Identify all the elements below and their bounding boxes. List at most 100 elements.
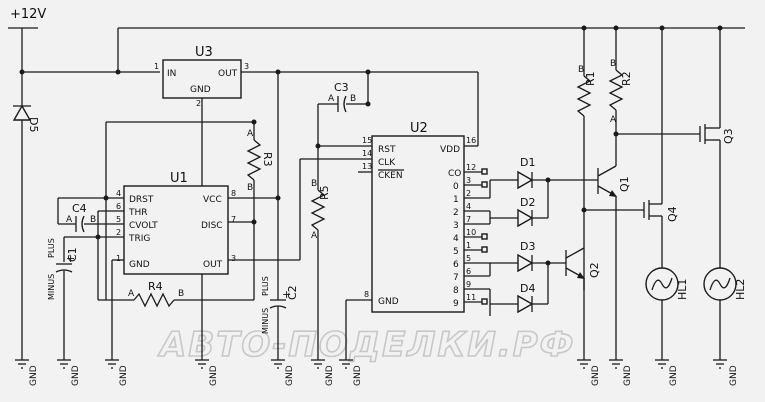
transistor-q1: Q1 bbox=[597, 165, 631, 360]
svg-text:1: 1 bbox=[116, 254, 121, 263]
svg-text:8: 8 bbox=[364, 290, 369, 299]
svg-text:MINUS: MINUS bbox=[261, 308, 270, 334]
gnd-10: GND bbox=[655, 359, 679, 386]
gnd-11: GND bbox=[713, 359, 739, 386]
svg-text:B: B bbox=[350, 94, 356, 104]
svg-text:5: 5 bbox=[466, 254, 471, 263]
svg-text:3: 3 bbox=[453, 221, 459, 231]
r1-label: R1 bbox=[584, 71, 597, 86]
r3-label: R3 bbox=[261, 152, 274, 167]
svg-text:GND: GND bbox=[378, 297, 399, 307]
svg-text:7: 7 bbox=[466, 215, 471, 224]
svg-text:TRIG: TRIG bbox=[128, 234, 150, 244]
resistor-r2: R2 B A bbox=[608, 25, 633, 166]
u3-body bbox=[162, 59, 242, 99]
svg-text:7: 7 bbox=[231, 215, 236, 224]
u2-ref: U2 bbox=[410, 121, 428, 136]
svg-text:11: 11 bbox=[466, 293, 476, 302]
gnd-1: GND bbox=[15, 359, 39, 386]
diode-d5: D5 bbox=[12, 88, 40, 360]
svg-text:CKEN: CKEN bbox=[378, 171, 403, 181]
power-rail: +12V bbox=[8, 7, 745, 88]
svg-text:B: B bbox=[610, 59, 616, 69]
svg-text:RST: RST bbox=[378, 145, 396, 155]
svg-text:GND: GND bbox=[591, 365, 601, 386]
svg-text:3: 3 bbox=[231, 254, 236, 263]
u2-outputs: CO 0 1 2 3 4 5 6 7 8 9 12 3 2 4 7 10 1 5… bbox=[448, 163, 491, 316]
svg-text:OUT: OUT bbox=[203, 260, 223, 270]
q2-label: Q2 bbox=[588, 262, 601, 278]
svg-text:13: 13 bbox=[362, 162, 372, 171]
svg-text:+: + bbox=[66, 252, 75, 265]
svg-text:MINUS: MINUS bbox=[47, 274, 56, 300]
svg-text:GND: GND bbox=[209, 365, 219, 386]
c1-label: C1 bbox=[66, 247, 79, 262]
d1-label: D1 bbox=[520, 156, 535, 169]
capacitor-c1: C1 PLUS MINUS + bbox=[47, 236, 98, 360]
lamp-hl2: HL2 bbox=[703, 250, 747, 360]
mosfet-q4: Q4 bbox=[584, 25, 679, 250]
svg-text:GND: GND bbox=[353, 365, 363, 386]
gnd-9: GND bbox=[609, 359, 633, 386]
svg-text:B: B bbox=[90, 215, 96, 225]
svg-text:A: A bbox=[328, 94, 335, 104]
svg-text:14: 14 bbox=[362, 149, 372, 158]
u1-ref: U1 bbox=[170, 171, 188, 186]
svg-text:1: 1 bbox=[453, 195, 459, 205]
svg-text:GND: GND bbox=[325, 365, 335, 386]
diode-d1: D1 bbox=[490, 156, 598, 190]
svg-text:1: 1 bbox=[154, 62, 159, 71]
svg-text:3: 3 bbox=[244, 62, 249, 71]
svg-text:16: 16 bbox=[466, 136, 476, 145]
d3-label: D3 bbox=[520, 240, 535, 253]
u3-ref: U3 bbox=[195, 45, 213, 60]
u2-body bbox=[371, 135, 465, 313]
svg-text:4: 4 bbox=[453, 234, 459, 244]
gnd-2: GND bbox=[57, 359, 81, 386]
lamp-hl1: HL1 bbox=[645, 250, 689, 360]
gnd-5: GND bbox=[271, 359, 295, 386]
svg-text:6: 6 bbox=[466, 267, 471, 276]
svg-text:0: 0 bbox=[453, 182, 459, 192]
resistor-r3: R3 A B bbox=[106, 119, 274, 300]
diode-d3: D3 bbox=[490, 240, 566, 273]
capacitor-c2: C2 PLUS MINUS + bbox=[261, 276, 299, 360]
svg-text:CO: CO bbox=[448, 169, 461, 179]
transistor-q2: Q2 bbox=[565, 247, 601, 290]
q3-label: Q3 bbox=[722, 128, 735, 144]
resistor-r4: R4 A B bbox=[97, 237, 254, 308]
capacitor-c4: C4 A B bbox=[66, 202, 124, 233]
q4-label: Q4 bbox=[666, 206, 679, 222]
d4-label: D4 bbox=[520, 282, 535, 295]
resistor-r5: R5 B A bbox=[310, 104, 372, 360]
gnd-6: GND bbox=[311, 359, 335, 386]
svg-text:B: B bbox=[247, 183, 253, 193]
r4-label: R4 bbox=[148, 280, 163, 293]
diode-d4: D4 bbox=[490, 260, 551, 314]
svg-text:A: A bbox=[128, 289, 135, 299]
hl1-label: HL1 bbox=[676, 279, 689, 300]
ground-symbols: GND GND GND GND GND GND GND GND GND GND … bbox=[15, 359, 739, 386]
gnd-8: GND bbox=[577, 359, 601, 386]
svg-text:B: B bbox=[578, 65, 584, 75]
svg-text:9: 9 bbox=[453, 299, 459, 309]
svg-text:GND: GND bbox=[71, 365, 81, 386]
svg-text:1: 1 bbox=[466, 241, 471, 250]
c4-label: C4 bbox=[72, 202, 87, 215]
r2-label: R2 bbox=[620, 71, 633, 86]
capacitor-c3: C3 A B bbox=[318, 69, 371, 113]
svg-text:CLK: CLK bbox=[378, 158, 396, 168]
svg-text:10: 10 bbox=[466, 228, 476, 237]
svg-text:8: 8 bbox=[231, 189, 236, 198]
timer-u1: U1 DRST THR CVOLT TRIG GND VCC DISC OUT … bbox=[116, 171, 236, 275]
d2-label: D2 bbox=[520, 196, 535, 209]
c3-label: C3 bbox=[334, 81, 349, 94]
svg-text:VCC: VCC bbox=[203, 195, 222, 205]
svg-text:A: A bbox=[610, 115, 617, 125]
svg-text:3: 3 bbox=[466, 176, 471, 185]
gnd-4: GND bbox=[195, 359, 219, 386]
svg-text:GND: GND bbox=[623, 365, 633, 386]
svg-text:2: 2 bbox=[453, 208, 459, 218]
